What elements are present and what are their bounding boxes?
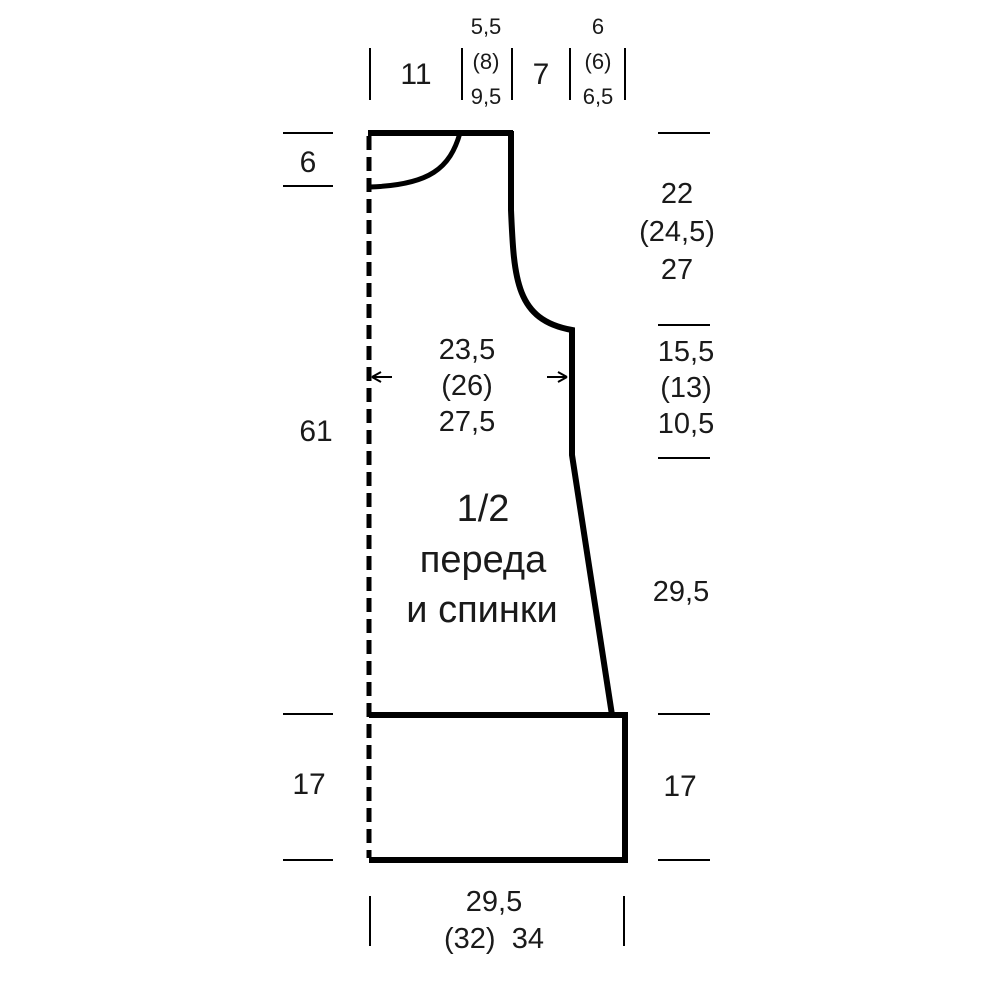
chest-width-value-1: 23,5 — [439, 334, 495, 366]
neck-width-value-2: (8) — [473, 49, 500, 74]
shoulder-mid-value: 7 — [533, 58, 550, 91]
neckline-curve — [369, 132, 463, 190]
bottom-width-value-2: (32) 34 — [444, 923, 544, 955]
underarm-value-2: (13) — [660, 372, 712, 404]
underarm-value-3: 10,5 — [658, 408, 714, 440]
neck-depth-value: 6 — [300, 146, 317, 179]
neck-width-value-1: 5,5 — [471, 14, 502, 39]
shoulder-right-value-1: 6 — [592, 14, 604, 39]
underarm-value-1: 15,5 — [658, 336, 714, 368]
left-dimensions: 6 61 17 — [283, 132, 333, 861]
arrow-right-icon — [547, 371, 568, 383]
armhole-depth-value-2: (24,5) — [639, 216, 715, 248]
body-length-value: 61 — [299, 415, 332, 448]
rib-height-left-value: 17 — [292, 768, 325, 801]
piece-label: 1/2 переда и спинки — [406, 488, 557, 631]
rib-height-right-value: 17 — [663, 770, 696, 803]
piece-label-line-1: 1/2 — [457, 488, 510, 530]
shoulder-right-value-2: (6) — [585, 49, 612, 74]
armhole-and-side-edge — [508, 131, 615, 716]
rib-band — [369, 712, 628, 863]
piece-label-line-3: и спинки — [406, 589, 557, 631]
piece-label-line-2: переда — [420, 539, 547, 581]
chest-width-value-2: (26) — [441, 370, 493, 402]
garment-outline — [366, 130, 628, 863]
armhole-depth-value-1: 22 — [661, 178, 693, 210]
lower-body-value: 29,5 — [653, 576, 709, 608]
chest-width-value-3: 27,5 — [439, 406, 495, 438]
right-dimensions: 22 (24,5) 27 15,5 (13) 10,5 29,5 17 — [639, 132, 715, 861]
shoulder-right-value-3: 6,5 — [583, 84, 614, 109]
shoulder-left-value: 11 — [400, 58, 431, 91]
neck-width-value-3: 9,5 — [471, 84, 502, 109]
bottom-dimensions: 29,5 (32) 34 — [369, 886, 625, 955]
bottom-width-value-1: 29,5 — [466, 886, 522, 918]
chest-width-dimension: 23,5 (26) 27,5 — [371, 334, 568, 438]
top-dimensions: 11 5,5 (8) 9,5 7 6 (6) 6,5 — [369, 14, 626, 109]
arrow-left-icon — [371, 371, 392, 383]
armhole-depth-value-3: 27 — [661, 254, 693, 286]
